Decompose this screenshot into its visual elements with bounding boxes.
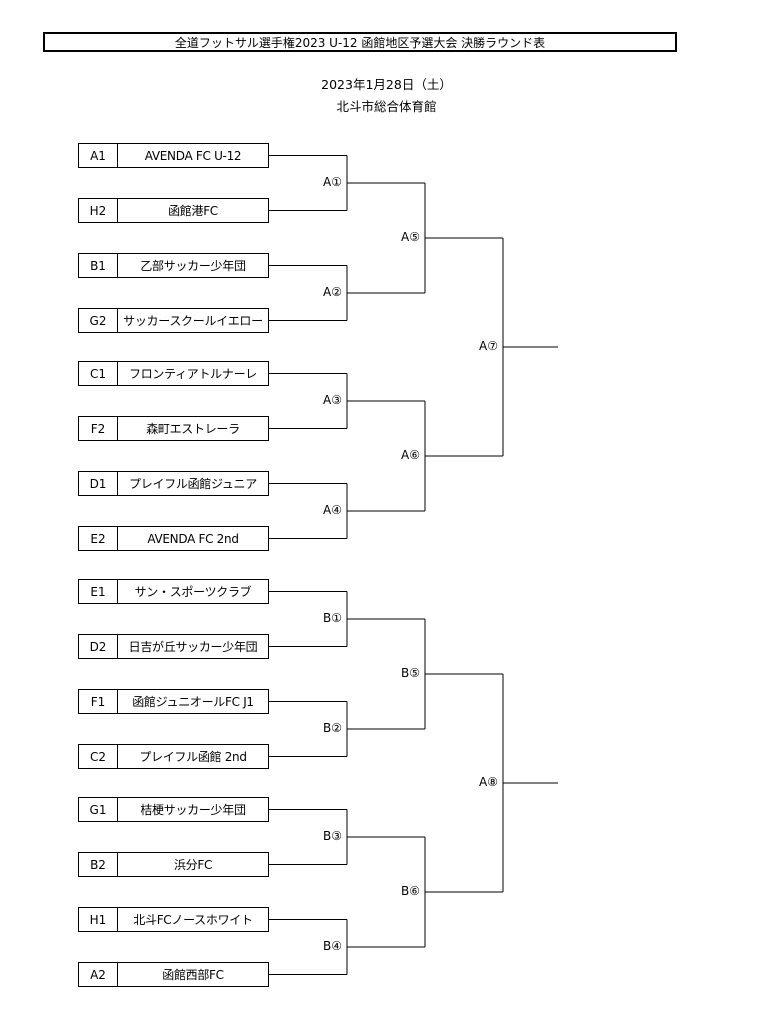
team-code: E1 xyxy=(79,580,118,603)
team-name: AVENDA FC U-12 xyxy=(144,148,242,163)
team-name: 浜分FC xyxy=(173,858,213,872)
match-label: A⑦ xyxy=(479,339,498,353)
team-row: B1 乙部サッカー少年団 xyxy=(78,253,269,278)
team-row: A1 AVENDA FC U-12 xyxy=(78,143,269,168)
team-row: C2 プレイフル函館 2nd xyxy=(78,744,269,769)
team-name: プレイフル函館 2nd xyxy=(139,750,247,764)
team-name: AVENDA FC 2nd xyxy=(147,531,239,546)
team-code: B1 xyxy=(79,254,118,277)
event-venue: 北斗市総合体育館 xyxy=(336,99,437,114)
team-row: E1 サン・スポーツクラブ xyxy=(78,579,269,604)
team-name: 森町エストレーラ xyxy=(146,422,240,436)
team-row: F1 函館ジュニオールFC J1 xyxy=(78,689,269,714)
team-code: C1 xyxy=(79,362,118,385)
team-code: D1 xyxy=(79,472,118,495)
team-row: D1 プレイフル函館ジュニア xyxy=(78,471,269,496)
team-name: 桔梗サッカー少年団 xyxy=(140,803,246,817)
team-code: D2 xyxy=(79,635,118,658)
team-row: D2 日吉が丘サッカー少年団 xyxy=(78,634,269,659)
team-code: H1 xyxy=(79,908,118,931)
team-code: F1 xyxy=(79,690,118,713)
team-row: G2 サッカースクールイエロー xyxy=(78,308,269,333)
match-label: A⑤ xyxy=(401,230,420,244)
title-text: 全道フットサル選手権2023 U-12 函館地区予選大会 決勝ラウンド表 xyxy=(174,35,546,50)
team-row: E2 AVENDA FC 2nd xyxy=(78,526,269,551)
team-name: サン・スポーツクラブ xyxy=(134,585,252,599)
team-name: 北斗FCノースホワイト xyxy=(133,913,253,927)
team-row: H2 函館港FC xyxy=(78,198,269,223)
match-label: A① xyxy=(323,175,342,189)
team-code: F2 xyxy=(79,417,118,440)
team-code: A1 xyxy=(79,144,118,167)
team-code: G2 xyxy=(79,309,118,332)
match-label: A③ xyxy=(323,393,342,407)
match-label: A④ xyxy=(323,503,342,517)
team-code: E2 xyxy=(79,527,118,550)
team-row: B2 浜分FC xyxy=(78,852,269,877)
team-row: C1 フロンティアトルナーレ xyxy=(78,361,269,386)
team-name: 函館ジュニオールFC J1 xyxy=(132,695,254,709)
team-code: G1 xyxy=(79,798,118,821)
team-name: 函館港FC xyxy=(168,204,218,218)
team-name: 日吉が丘サッカー少年団 xyxy=(128,640,258,654)
team-code: C2 xyxy=(79,745,118,768)
team-name: フロンティアトルナーレ xyxy=(129,367,257,381)
page-title: 全道フットサル選手権2023 U-12 函館地区予選大会 決勝ラウンド表 xyxy=(43,32,677,52)
team-code: H2 xyxy=(79,199,118,222)
team-code: A2 xyxy=(79,963,118,986)
team-name: 乙部サッカー少年団 xyxy=(140,259,246,273)
match-label: B③ xyxy=(323,829,342,843)
match-label: B⑥ xyxy=(401,884,420,898)
match-label: B④ xyxy=(323,939,342,953)
team-row: F2 森町エストレーラ xyxy=(78,416,269,441)
event-date: 2023年1月28日（土） xyxy=(321,77,452,92)
team-name: サッカースクールイエロー xyxy=(123,314,263,328)
team-name: プレイフル函館ジュニア xyxy=(129,477,257,491)
match-label: B⑤ xyxy=(401,666,420,680)
match-label: A② xyxy=(323,285,342,299)
match-label: A⑧ xyxy=(479,775,498,789)
team-row: G1 桔梗サッカー少年団 xyxy=(78,797,269,822)
team-row: A2 函館西部FC xyxy=(78,962,269,987)
team-row: H1 北斗FCノースホワイト xyxy=(78,907,269,932)
team-name: 函館西部FC xyxy=(162,968,224,982)
match-label: B① xyxy=(323,611,342,625)
team-code: B2 xyxy=(79,853,118,876)
match-label: B② xyxy=(323,721,342,735)
match-label: A⑥ xyxy=(401,448,420,462)
